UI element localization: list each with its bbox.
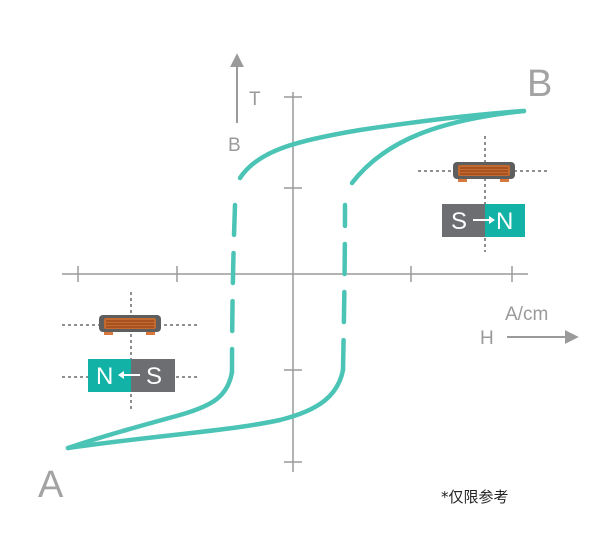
hysteresis-loop	[65, 108, 527, 451]
lower-branch-dashed	[340, 202, 348, 373]
upper-branch-bottom	[65, 369, 235, 451]
magnet-group-bottom-left: N S	[62, 292, 198, 412]
point-b-label: B	[527, 63, 552, 105]
inductor-icon	[453, 162, 515, 182]
h-axis-symbol: H	[480, 328, 494, 349]
magnet-right-pole: N	[496, 208, 513, 235]
h-axis-unit: A/cm	[505, 304, 548, 325]
upper-branch-dashed	[229, 202, 238, 375]
lower-branch-top	[349, 108, 527, 186]
b-axis-symbol: B	[228, 135, 241, 156]
lower-branch-bottom	[65, 367, 346, 451]
magnet-right-pole: S	[146, 363, 162, 390]
magnet-group-top-right: S N	[418, 136, 550, 252]
magnet-left-pole: N	[96, 363, 113, 390]
b-axis-unit: T	[249, 89, 261, 110]
magnet-left-pole: S	[451, 208, 467, 235]
inductor-icon	[99, 315, 161, 335]
point-a-label: A	[38, 464, 64, 506]
arrow-left-head-icon	[118, 371, 124, 379]
reference-note: *仅限参考	[441, 488, 509, 506]
upper-branch-top	[237, 108, 527, 181]
axes	[62, 92, 528, 472]
arrow-right-head-icon	[489, 216, 495, 224]
